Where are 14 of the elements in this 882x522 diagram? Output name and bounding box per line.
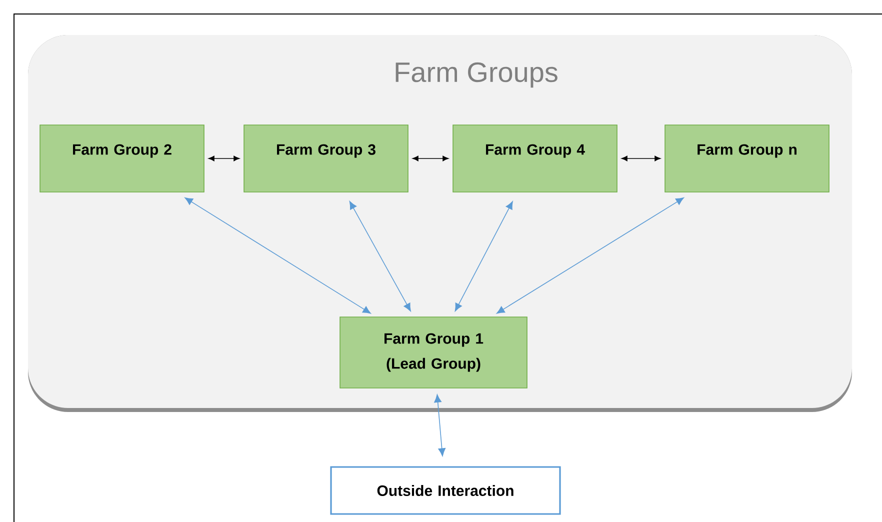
interface-box: Outside Interaction [330,466,561,515]
arrow [621,156,661,162]
arrow [349,201,411,312]
group-box: Farm Group 1 (Lead Group) [340,316,528,388]
group-box: Farm Group 3 [244,124,408,192]
group-box: Farm Group 4 [452,124,618,192]
arrow [412,156,449,162]
arrow [434,394,446,456]
arrow [454,201,513,312]
arrow [184,198,371,314]
arrow [496,197,684,314]
group-box: Farm Group n [664,124,830,192]
group-box: Farm Group 2 [40,124,204,192]
arrow [208,156,240,162]
